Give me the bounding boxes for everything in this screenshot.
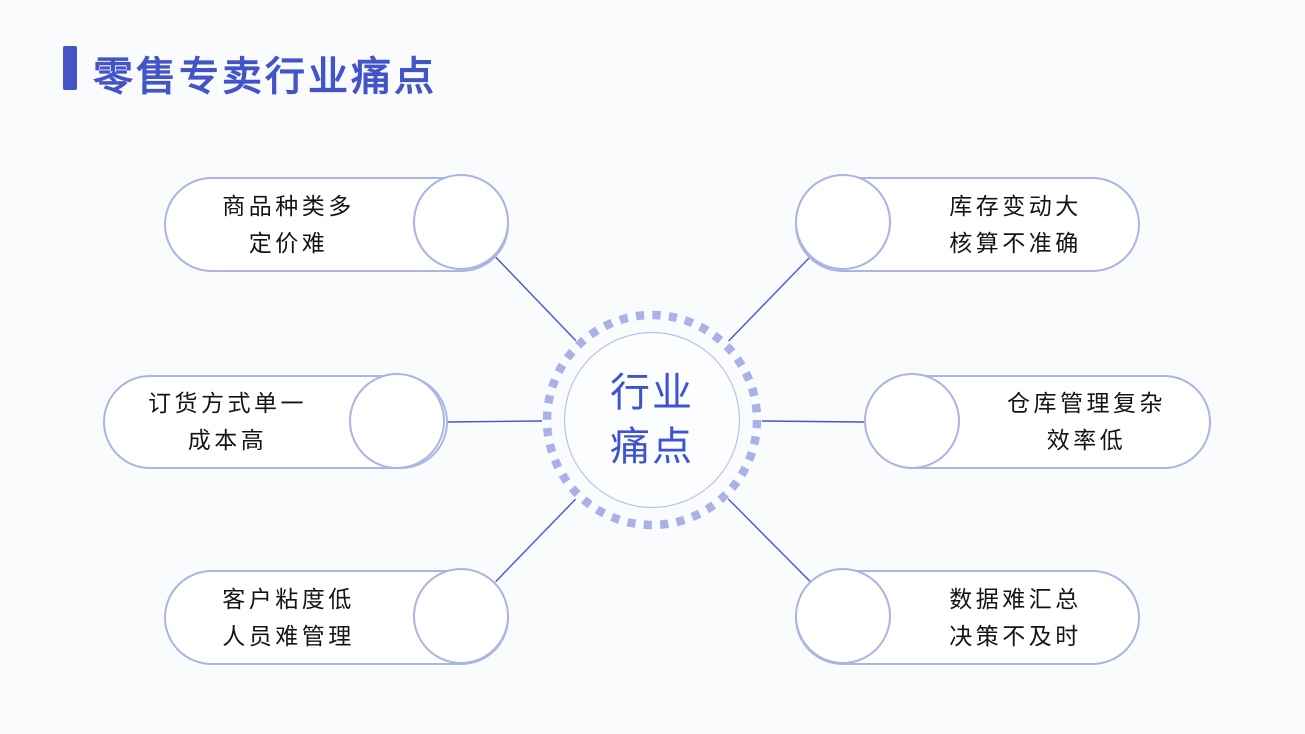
node-label-line1: 数据难汇总 [949, 585, 1082, 612]
node-label: 订货方式单一 成本高 [105, 377, 350, 467]
node-end-circle-mid-left [349, 373, 445, 469]
connector-line-bottom-left [495, 498, 577, 583]
node-label-line1: 客户粘度低 [222, 585, 355, 612]
node-label-line2: 效率低 [1046, 427, 1127, 453]
node-label: 客户粘度低 人员难管理 [166, 572, 411, 663]
node-label-line2: 人员难管理 [222, 622, 355, 649]
connector-line-top-left [495, 256, 577, 342]
node-end-circle-top-right [795, 174, 891, 270]
node-label: 数据难汇总 决策不及时 [893, 572, 1138, 663]
node-label: 库存变动大 核算不准确 [893, 179, 1138, 270]
center-hub-label: 行业 痛点 [532, 366, 772, 474]
node-label-line1: 订货方式单一 [148, 390, 307, 416]
node-label: 仓库管理复杂 效率低 [964, 377, 1209, 467]
node-label-line1: 库存变动大 [949, 192, 1082, 219]
center-dotted-ring [542, 310, 762, 530]
connector-line-mid-left [445, 420, 543, 423]
node-end-circle-top-left [413, 174, 509, 270]
node-label-line1: 商品种类多 [222, 192, 355, 219]
node-label-line2: 成本高 [187, 427, 268, 453]
node-label-line2: 决策不及时 [949, 622, 1082, 649]
node-end-circle-mid-right [864, 373, 960, 469]
node-label: 商品种类多 定价难 [166, 179, 411, 270]
node-label-line2: 核算不准确 [949, 229, 1082, 256]
connector-line-mid-right [761, 420, 865, 423]
node-label-line1: 仓库管理复杂 [1007, 390, 1166, 416]
center-label-line1: 行业 [610, 371, 694, 415]
node-end-circle-bottom-right [795, 568, 891, 664]
connector-line-bottom-right [727, 498, 811, 583]
node-end-circle-bottom-left [413, 568, 509, 664]
title-accent-bar [63, 46, 77, 90]
node-label-line2: 定价难 [248, 229, 329, 256]
center-inner-circle [563, 331, 741, 509]
page-title: 零售专卖行业痛点 [93, 55, 437, 99]
connector-line-top-right [728, 256, 811, 342]
center-label-line2: 痛点 [610, 425, 694, 469]
